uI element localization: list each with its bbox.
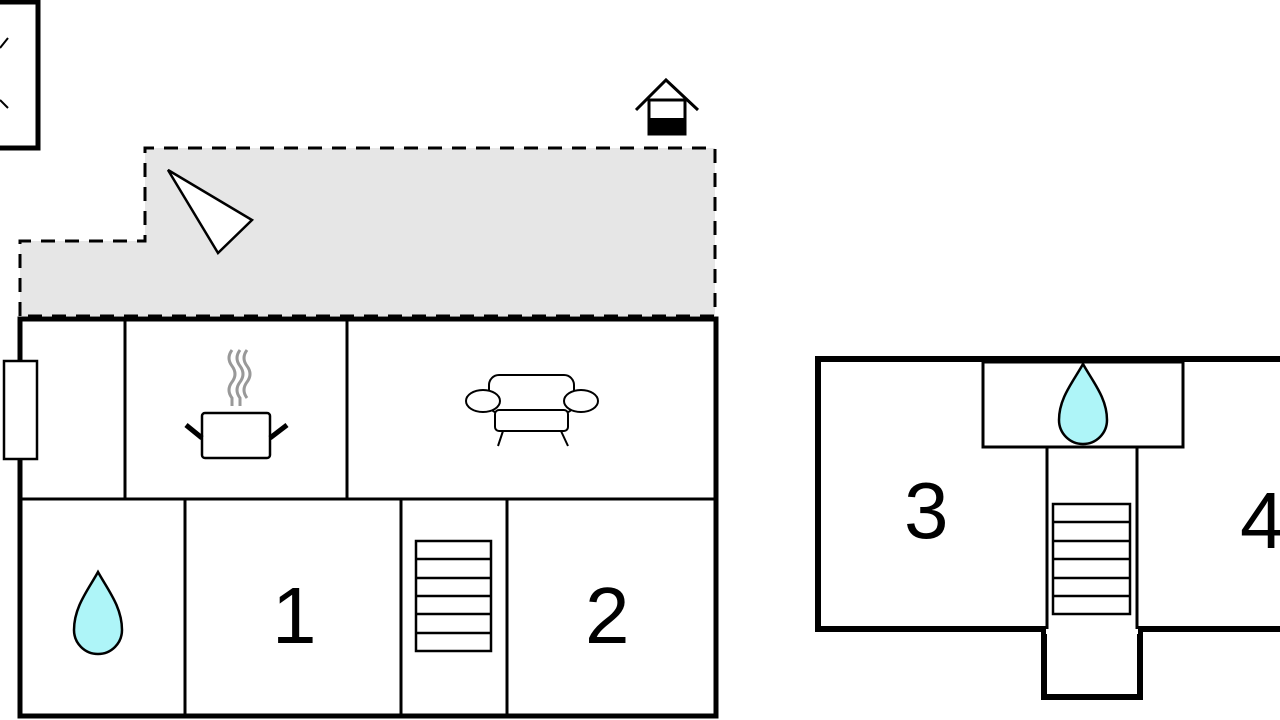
upper-floor <box>815 356 1280 700</box>
compass-icon <box>166 168 255 255</box>
room-label-4: 4 <box>1240 476 1280 565</box>
well-icon <box>634 77 700 136</box>
outbuilding <box>0 0 41 151</box>
water-drop-icon <box>72 569 124 656</box>
room-label-2: 2 <box>585 571 630 660</box>
door-icon <box>2 359 39 461</box>
cooking-pot-icon <box>184 349 289 460</box>
sofa-icon <box>465 374 599 447</box>
main-house <box>17 316 719 719</box>
stairs-icon <box>1051 502 1132 616</box>
water-drop-icon <box>1057 361 1109 446</box>
stairs-icon <box>414 539 493 653</box>
terrace <box>18 146 717 318</box>
room-label-1: 1 <box>272 571 317 660</box>
room-label-3: 3 <box>904 466 949 555</box>
